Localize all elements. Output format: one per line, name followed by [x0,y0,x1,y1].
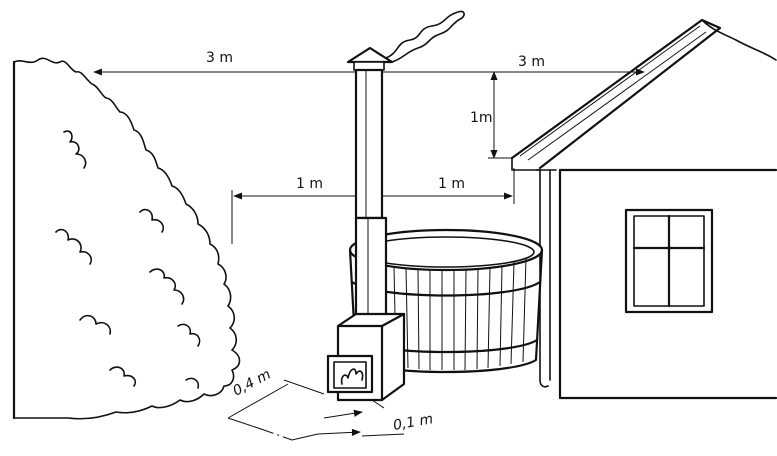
chimney-cap [346,46,394,64]
label-0-4m: 0,4 m [230,366,273,399]
window [624,208,714,314]
leaf-squiggle [79,314,112,335]
label-1m-right: 1 m [438,176,465,192]
dim-arrow-0-4m [227,383,289,419]
label-1m-left: 1 m [296,176,323,192]
downpipe [539,169,549,388]
leaf-squiggle [149,268,185,305]
label-0-1m: 0,1 m [392,411,435,434]
dimension-lines [93,68,645,441]
stove-and-chimney [326,10,465,402]
house [510,18,777,400]
roof-edge [510,18,722,170]
leaf-squiggle [63,130,87,169]
dim-arrow-0-1m [323,409,363,419]
leaf-squiggle [109,366,137,387]
leaf-squiggle [185,377,200,389]
leaf-squiggle [177,323,201,347]
label-3m-right: 3 m [518,54,545,70]
bush [12,57,241,420]
smoke [385,10,465,63]
leaf-squiggle [139,208,165,233]
fire-icon [340,368,364,385]
chimney-pipe [354,68,384,220]
label-1m-vertical: 1m [470,110,493,126]
label-3m-left: 3 m [206,50,233,66]
leaf-squiggle [55,228,93,265]
